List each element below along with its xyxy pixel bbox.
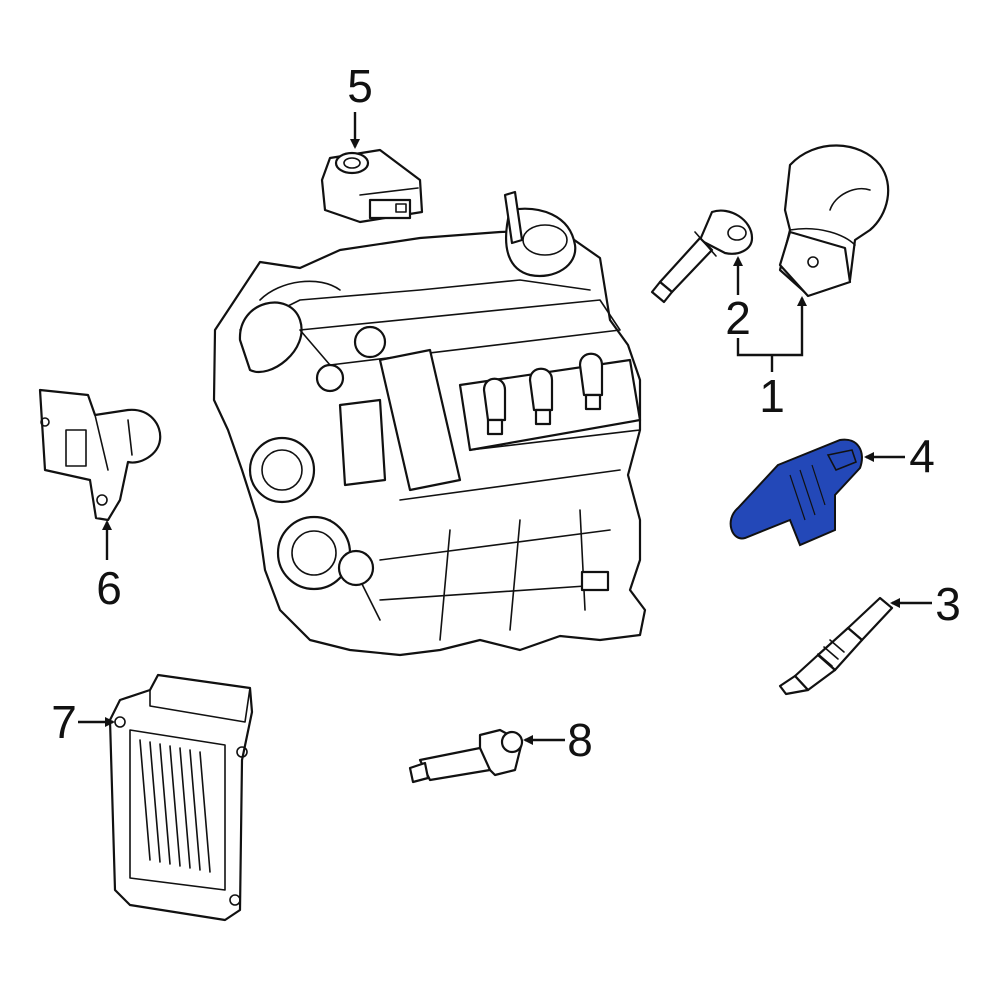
callout-8: 8 bbox=[567, 714, 593, 766]
part-7-ecu bbox=[108, 673, 254, 922]
callout-7: 7 bbox=[51, 696, 77, 748]
part-1-sensor bbox=[778, 144, 890, 298]
part-4-camshaft-sensor bbox=[729, 438, 863, 547]
part-3-spark-plug bbox=[778, 596, 894, 696]
part-6-sensor bbox=[38, 388, 162, 522]
part-2-sensor bbox=[650, 209, 754, 304]
callout-2: 2 bbox=[725, 292, 751, 344]
engine-block bbox=[212, 190, 647, 657]
callout-3: 3 bbox=[935, 578, 961, 630]
part-8-sensor bbox=[408, 728, 524, 784]
callout-5: 5 bbox=[347, 60, 373, 112]
callout-4: 4 bbox=[909, 430, 935, 482]
leader-1-bracket bbox=[736, 296, 807, 357]
callout-labels: 1 2 3 4 5 6 7 8 bbox=[51, 60, 961, 766]
callout-1: 1 bbox=[759, 370, 785, 422]
part-5-sensor bbox=[320, 148, 424, 224]
callout-leaders bbox=[78, 112, 932, 745]
callout-6: 6 bbox=[96, 562, 122, 614]
